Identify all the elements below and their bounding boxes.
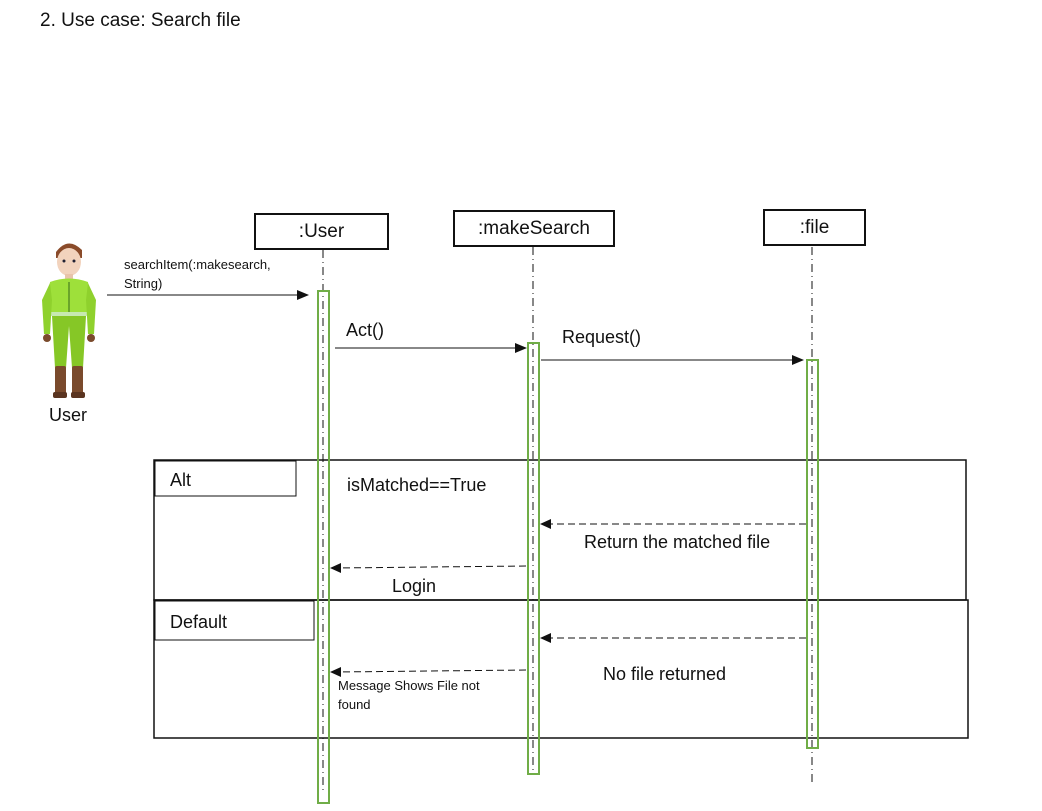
lifeline-makesearch-box: :makeSearch xyxy=(453,210,615,247)
search-item-label: searchItem(:makesearch, String) xyxy=(124,255,271,293)
message-shows-label-line2: found xyxy=(338,697,371,712)
search-item-label-line2: String) xyxy=(124,276,163,291)
alt-guard-label: isMatched==True xyxy=(347,475,487,495)
lifeline-file-box: :file xyxy=(763,209,866,246)
activation-bar-user xyxy=(317,290,330,804)
lifeline-user-label: :User xyxy=(298,220,345,242)
alt-fragment-tab xyxy=(154,460,297,497)
message-shows-arrowhead xyxy=(330,667,341,677)
default-fragment-label: Default xyxy=(170,612,228,632)
login-arrow xyxy=(335,565,527,569)
message-shows-label-line1: Message Shows File not xyxy=(338,678,480,693)
login-label: Login xyxy=(392,576,437,596)
request-label: Request() xyxy=(562,327,642,347)
page-title: 2. Use case: Search file xyxy=(40,10,241,31)
default-fragment-frame xyxy=(153,599,969,739)
lifeline-makesearch-label: :makeSearch xyxy=(478,217,590,239)
alt-fragment-label: Alt xyxy=(170,470,192,490)
user-actor-icon xyxy=(42,243,96,398)
search-item-label-line1: searchItem(:makesearch, xyxy=(124,257,271,272)
no-file-arrowhead xyxy=(540,633,551,643)
lifeline-user-box: :User xyxy=(254,213,389,250)
message-shows-label: Message Shows File not found xyxy=(338,676,480,714)
message-shows-arrow xyxy=(335,669,527,673)
lifeline-file-label: :file xyxy=(799,216,830,238)
return-matched-arrowhead xyxy=(540,519,551,529)
no-file-label: No file returned xyxy=(603,664,727,684)
login-arrowhead xyxy=(330,563,341,573)
actor-label: User xyxy=(49,405,88,425)
act-label: Act() xyxy=(346,320,384,340)
default-fragment-tab xyxy=(154,600,315,641)
activation-bar-makesearch xyxy=(527,342,540,775)
return-matched-label: Return the matched file xyxy=(584,532,771,552)
activation-bar-file xyxy=(806,359,819,749)
